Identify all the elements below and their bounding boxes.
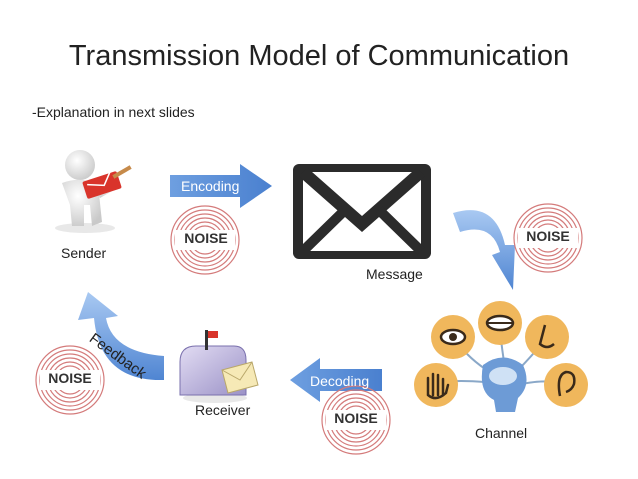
decoding-label: Decoding	[310, 373, 370, 389]
mailbox-icon	[179, 330, 259, 403]
eye-icon	[431, 315, 475, 359]
decoding-arrow	[290, 358, 382, 402]
noise-label-4: NOISE	[334, 410, 378, 426]
envelope-icon	[293, 164, 431, 259]
mouth-icon	[478, 301, 522, 345]
ear-icon	[544, 363, 588, 407]
hand-icon	[414, 363, 458, 407]
channel-senses	[414, 301, 588, 412]
message-to-channel-arrow	[453, 210, 515, 290]
channel-label: Channel	[475, 425, 528, 441]
noise-label-1: NOISE	[184, 230, 228, 246]
nose-icon	[525, 315, 569, 359]
noise-label-2: NOISE	[526, 228, 570, 244]
message-label: Message	[366, 266, 423, 282]
sender-label: Sender	[61, 245, 107, 261]
encoding-label: Encoding	[181, 178, 240, 194]
subtitle: -Explanation in next slides	[32, 104, 195, 120]
sender-figure	[55, 150, 132, 233]
receiver-label: Receiver	[195, 402, 251, 418]
page-title: Transmission Model of Communication	[68, 40, 570, 72]
noise-label-3: NOISE	[48, 370, 92, 386]
encoding-arrow	[170, 164, 272, 208]
feedback-arrow	[78, 292, 164, 381]
